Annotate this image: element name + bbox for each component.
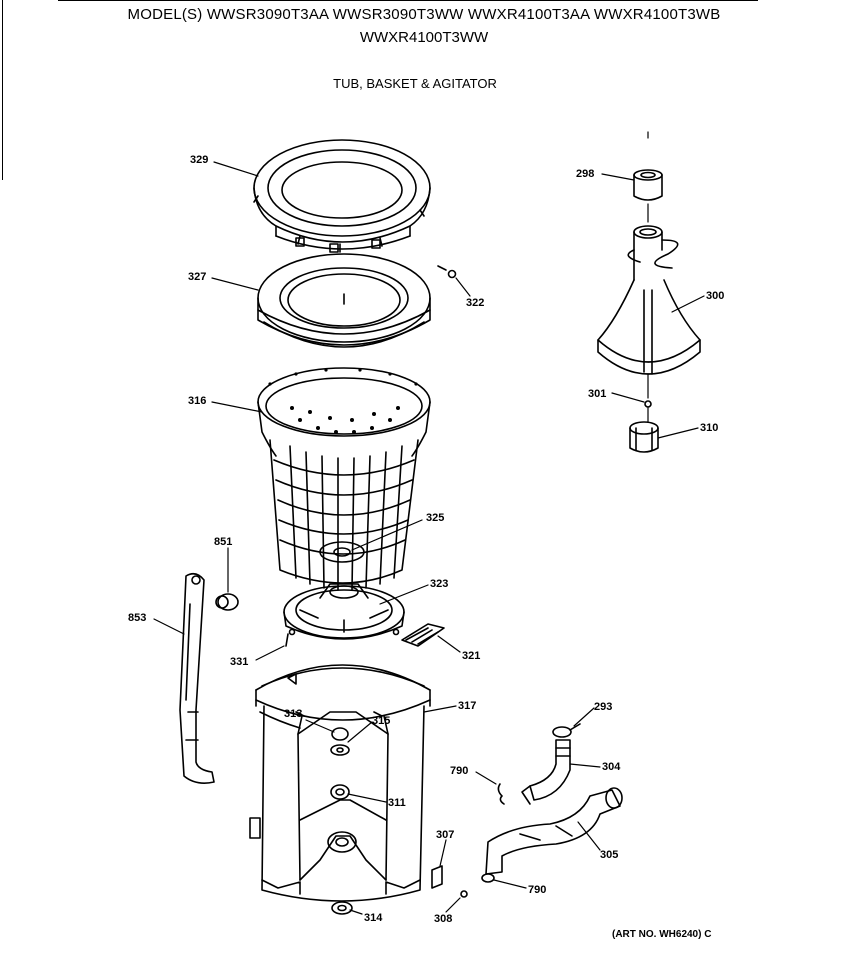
part-bolt-301[interactable] bbox=[644, 400, 652, 408]
label-293: 293 bbox=[594, 701, 612, 713]
part-labels: 329 327 322 316 325 323 321 851 853 331 … bbox=[128, 154, 724, 925]
leader-lines bbox=[153, 131, 705, 915]
label-311: 311 bbox=[388, 797, 406, 809]
part-basket-hub[interactable] bbox=[283, 583, 405, 640]
label-853: 853 bbox=[128, 612, 146, 624]
label-790-upper: 790 bbox=[450, 765, 468, 777]
part-clamp-790-lower[interactable] bbox=[481, 873, 495, 883]
part-washer-315[interactable] bbox=[330, 744, 350, 756]
label-317: 317 bbox=[458, 700, 476, 712]
label-300: 300 bbox=[706, 290, 724, 302]
label-322: 322 bbox=[466, 297, 484, 309]
part-screw-308[interactable] bbox=[460, 890, 468, 898]
label-851: 851 bbox=[214, 536, 232, 548]
part-screw-322[interactable] bbox=[437, 265, 457, 279]
part-clamp-293[interactable] bbox=[552, 723, 581, 738]
label-298: 298 bbox=[576, 168, 594, 180]
part-nut-313[interactable] bbox=[331, 727, 349, 741]
section-title: TUB, BASKET & AGITATOR bbox=[333, 76, 497, 91]
model-list-line-2: WWXR4100T3WW bbox=[359, 29, 489, 46]
label-313: 313 bbox=[284, 708, 302, 720]
part-clamp-790-upper[interactable] bbox=[497, 783, 505, 805]
part-bracket-307[interactable] bbox=[431, 865, 443, 889]
label-323: 323 bbox=[430, 578, 448, 590]
label-310: 310 bbox=[700, 422, 718, 434]
label-321: 321 bbox=[462, 650, 480, 662]
part-pin-331[interactable] bbox=[285, 633, 289, 647]
art-number: (ART NO. WH6240) C bbox=[612, 929, 712, 940]
part-outer-tub[interactable] bbox=[249, 664, 431, 902]
label-307: 307 bbox=[436, 829, 454, 841]
part-tub-cover[interactable] bbox=[253, 139, 431, 253]
model-list-line-1: MODEL(S) WWSR3090T3AA WWSR3090T3WW WWXR4… bbox=[127, 6, 721, 23]
part-agitator-300[interactable] bbox=[597, 225, 701, 375]
label-301: 301 bbox=[588, 388, 606, 400]
label-305: 305 bbox=[600, 849, 618, 861]
label-308: 308 bbox=[434, 913, 452, 925]
part-hose-304[interactable] bbox=[521, 739, 571, 805]
label-316: 316 bbox=[188, 395, 206, 407]
label-331: 331 bbox=[230, 656, 248, 668]
header-rule bbox=[58, 0, 758, 1]
label-315: 315 bbox=[372, 715, 390, 727]
part-pad-321[interactable] bbox=[401, 623, 445, 647]
part-fitting-851[interactable] bbox=[215, 593, 239, 611]
left-border-rule bbox=[2, 0, 3, 180]
label-304: 304 bbox=[602, 761, 621, 773]
label-325: 325 bbox=[426, 512, 444, 524]
label-329: 329 bbox=[190, 154, 208, 166]
label-790-lower: 790 bbox=[528, 884, 546, 896]
label-314: 314 bbox=[364, 912, 383, 924]
part-balance-ring[interactable] bbox=[257, 253, 431, 348]
part-pump-hose-305[interactable] bbox=[485, 787, 623, 875]
part-seal-lower[interactable] bbox=[327, 831, 357, 853]
part-wash-basket[interactable] bbox=[257, 367, 431, 591]
label-327: 327 bbox=[188, 271, 206, 283]
part-agitator-cap-298[interactable] bbox=[633, 169, 663, 201]
part-pressure-hose-853[interactable] bbox=[179, 572, 215, 784]
part-bearing-311[interactable] bbox=[330, 784, 350, 800]
part-washer-314[interactable] bbox=[331, 901, 353, 915]
part-coupling-310[interactable] bbox=[629, 421, 659, 453]
